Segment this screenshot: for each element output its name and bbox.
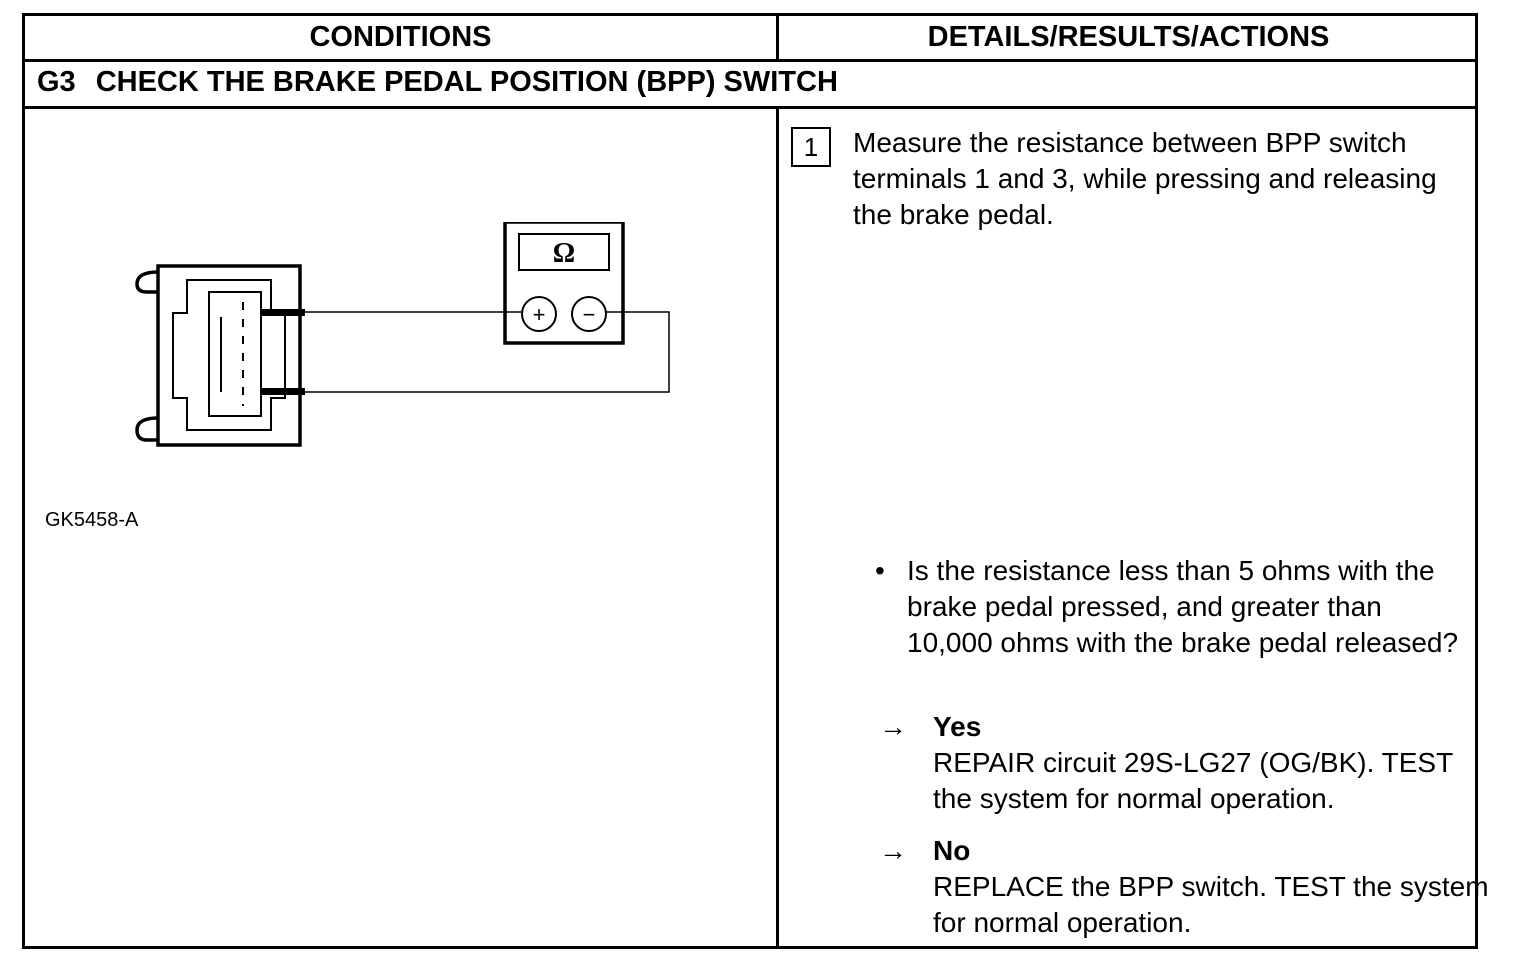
arrow-right-icon: → bbox=[879, 835, 907, 866]
step-number-box: 1 bbox=[791, 127, 831, 167]
positive-jack bbox=[521, 296, 557, 332]
bullet-icon: • bbox=[875, 555, 885, 586]
step-instruction: Measure the resistance between BPP switc… bbox=[853, 127, 1437, 230]
negative-jack bbox=[571, 296, 607, 332]
arrow-right-icon: → bbox=[879, 711, 907, 742]
details-header: DETAILS/RESULTS/ACTIONS bbox=[927, 21, 1330, 53]
bpp-switch-ohmmeter-diagram: Ω + − bbox=[135, 222, 670, 447]
header-row: CONDITIONS DETAILS/RESULTS/ACTIONS bbox=[25, 16, 1475, 62]
negative-jack-symbol: − bbox=[583, 302, 596, 327]
test-leads bbox=[305, 311, 670, 393]
terminal-1 bbox=[261, 309, 305, 316]
answer-yes-label: Yes bbox=[933, 711, 982, 742]
answer-no-label: No bbox=[933, 835, 971, 866]
positive-jack-symbol: + bbox=[533, 302, 546, 327]
diagnostic-table: CONDITIONS DETAILS/RESULTS/ACTIONS G3 CHE… bbox=[22, 13, 1489, 949]
test-step-title-row: G3 CHECK THE BRAKE PEDAL POSITION (BPP) S… bbox=[25, 62, 1475, 109]
bpp-switch-connector bbox=[135, 264, 302, 447]
ohmmeter: Ω + − bbox=[503, 222, 625, 345]
conditions-cell: Ω + − GK5458-A bbox=[25, 109, 779, 949]
conditions-header: CONDITIONS bbox=[25, 16, 779, 59]
test-step-title: G3 CHECK THE BRAKE PEDAL POSITION (BPP) S… bbox=[37, 66, 838, 99]
answer-yes-action: REPAIR circuit 29S-LG27 (OG/BK). TEST th… bbox=[933, 747, 1453, 814]
answer-no-action: REPLACE the BPP switch. TEST the system … bbox=[933, 871, 1489, 938]
test-step-id: G3 bbox=[37, 66, 76, 98]
terminal-3 bbox=[261, 388, 305, 395]
figure-id: GK5458-A bbox=[45, 509, 139, 531]
details-cell: 1 Measure the resistance between BPP swi… bbox=[779, 109, 1489, 949]
step-question: Is the resistance less than 5 ohms with … bbox=[907, 555, 1459, 658]
ohm-symbol: Ω bbox=[553, 238, 575, 269]
test-step-title-text: CHECK THE BRAKE PEDAL POSITION (BPP) SWI… bbox=[95, 66, 838, 98]
